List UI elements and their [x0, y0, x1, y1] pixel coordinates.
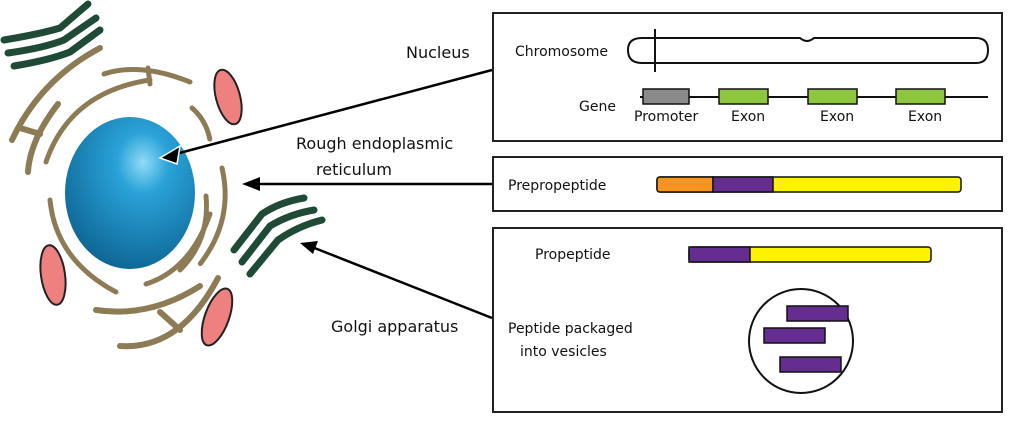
exon-block [718, 88, 769, 105]
exon-block [807, 88, 858, 105]
golgi-right [230, 194, 326, 278]
cell-illustration [0, 0, 326, 350]
arrows [158, 68, 493, 320]
promoter-block [642, 88, 690, 105]
golgi-arrow [311, 245, 493, 320]
golgi-label: Golgi apparatus [331, 317, 458, 336]
chromosome-label: Chromosome [515, 44, 608, 60]
smooth-er [9, 45, 221, 350]
nucleus-arrow [171, 68, 493, 157]
rough-er [43, 65, 228, 295]
vesicle-label-line1: Peptide packaged [508, 321, 633, 337]
mitochondria [39, 68, 243, 347]
nucleus-shape [65, 117, 195, 269]
exon-block [895, 88, 946, 105]
prepropeptide-box: Prepropeptide [492, 156, 1003, 212]
exon-label: Exon [820, 109, 854, 125]
rer-arrowhead [242, 177, 260, 191]
packaged-peptide [786, 305, 849, 322]
vesicle-label-line2: into vesicles [520, 344, 607, 360]
rer-label-line1: Rough endoplasmic [296, 134, 453, 153]
packaged-peptide [763, 327, 826, 344]
exon-label: Exon [731, 109, 765, 125]
promoter-label: Promoter [634, 109, 699, 125]
signal-segment [656, 176, 714, 193]
golgi-top [0, 0, 104, 70]
propeptide-box: Propeptide Peptide packaged into vesicle… [492, 227, 1003, 413]
gene-box: Chromosome Gene Promoter Exon Exon Exon [492, 12, 1003, 142]
pro-segment [712, 176, 774, 193]
nucleus-label: Nucleus [406, 43, 470, 62]
nucleus-arrowhead [158, 144, 182, 166]
propeptide-label: Propeptide [535, 247, 610, 263]
pro-segment [688, 246, 751, 263]
prepropeptide-label: Prepropeptide [508, 178, 606, 194]
exon-label: Exon [908, 109, 942, 125]
packaged-peptide [779, 356, 842, 373]
chromosome-shape [626, 37, 990, 64]
golgi-arrowhead [300, 241, 318, 254]
rer-label-line2: reticulum [316, 160, 392, 179]
gene-label: Gene [579, 99, 616, 115]
